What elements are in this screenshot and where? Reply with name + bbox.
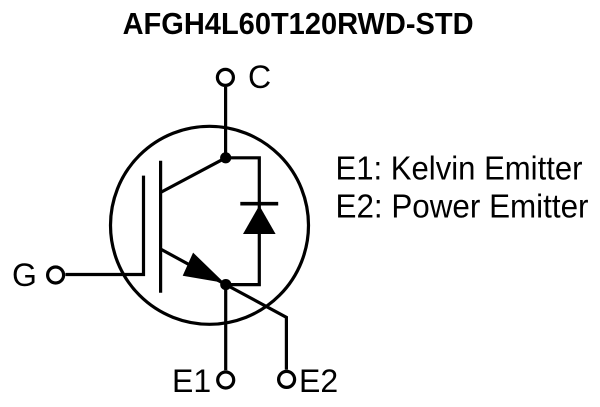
svg-text:G: G (12, 257, 37, 293)
svg-text:E2: E2 (299, 363, 338, 399)
svg-text:C: C (248, 59, 271, 95)
svg-text:E1: E1 (172, 363, 211, 399)
svg-text:AFGH4L60T120RWD-STD: AFGH4L60T120RWD-STD (123, 6, 474, 41)
svg-text:E2: Power Emitter: E2: Power Emitter (336, 188, 589, 225)
svg-text:E1: Kelvin Emitter: E1: Kelvin Emitter (336, 149, 583, 186)
